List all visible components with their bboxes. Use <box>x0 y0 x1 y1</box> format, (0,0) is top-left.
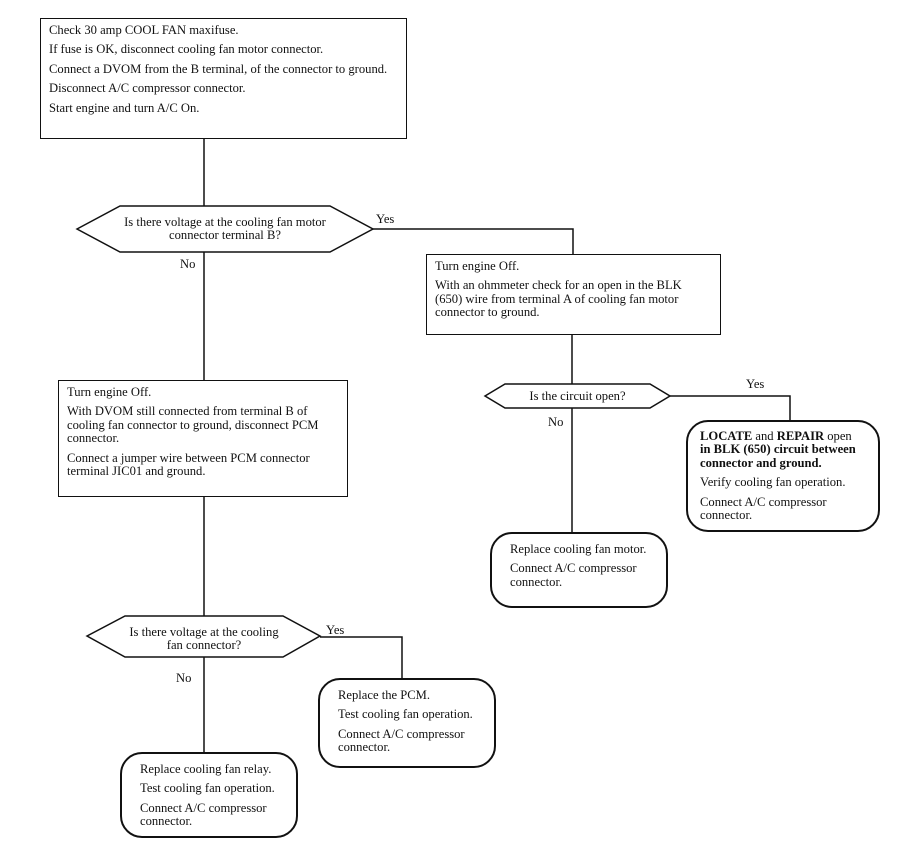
step-text: Start engine and turn A/C On. <box>49 100 200 115</box>
result-box-replace-relay: Replace cooling fan relay. Test cooling … <box>120 752 298 838</box>
decision-3-text: Is there voltage at the cooling fan conn… <box>129 625 279 653</box>
connector-line <box>373 228 574 254</box>
decision-diamond-3 <box>85 615 322 658</box>
yes-label: Yes <box>376 212 395 226</box>
step-text: If fuse is OK, disconnect cooling fan mo… <box>49 42 324 57</box>
no-label: No <box>548 415 564 429</box>
step-box-check-pcm: Turn engine Off. With DVOM still connect… <box>58 380 348 497</box>
step-box-check-fuse: Check 30 amp COOL FAN maxifuse. If fuse … <box>40 18 407 139</box>
step-text: Check 30 amp COOL FAN maxifuse. <box>49 23 239 37</box>
step-text: With an ohmmeter check for an open in th… <box>435 278 682 320</box>
step-text: Disconnect A/C compressor connector. <box>49 81 246 96</box>
step-text: Turn engine Off. <box>435 259 520 273</box>
decision-2-text: Is the circuit open? <box>529 389 626 403</box>
result-text: Connect A/C compressor connector. <box>140 800 267 829</box>
connector-line <box>320 636 403 678</box>
result-text: Connect A/C compressor connector. <box>700 494 827 523</box>
result-text: Replace cooling fan relay. <box>140 762 272 776</box>
result-box-replace-motor: Replace cooling fan motor. Connect A/C c… <box>490 532 668 608</box>
yes-label: Yes <box>746 377 765 391</box>
connector-line <box>670 395 791 420</box>
result-text: Verify cooling fan operation. <box>700 475 846 490</box>
result-text: Test cooling fan operation. <box>140 781 275 796</box>
step-text: Connect a jumper wire between PCM connec… <box>67 450 310 479</box>
result-text: Replace the PCM. <box>338 688 430 702</box>
step-box-check-ground: Turn engine Off. With an ohmmeter check … <box>426 254 721 335</box>
step-text: Connect a DVOM from the B terminal, of t… <box>49 61 388 76</box>
decision-1-text: Is there voltage at the cooling fan moto… <box>124 215 326 243</box>
step-text: Turn engine Off. <box>67 385 152 399</box>
result-box-replace-pcm: Replace the PCM. Test cooling fan operat… <box>318 678 496 768</box>
no-label: No <box>180 257 196 271</box>
result-text: Connect A/C compressor connector. <box>338 726 465 755</box>
step-text: With DVOM still connected from terminal … <box>67 404 319 446</box>
yes-label: Yes <box>326 623 345 637</box>
result-text: Test cooling fan operation. <box>338 707 473 722</box>
result-text: Connect A/C compressor connector. <box>510 561 637 589</box>
result-text: Replace cooling fan motor. <box>510 542 647 556</box>
no-label: No <box>176 671 192 685</box>
